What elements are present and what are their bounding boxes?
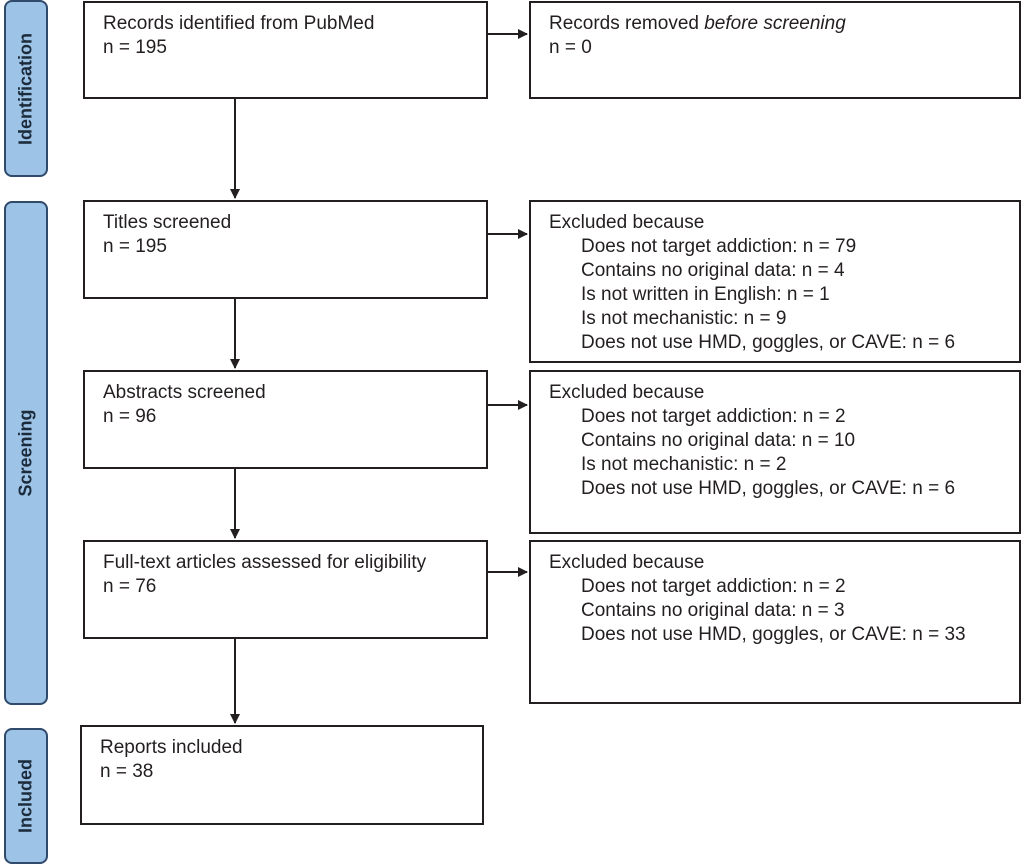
titles-screened-count: n = 195 <box>103 236 167 257</box>
abstracts-screened-title: Abstracts screened <box>103 382 266 403</box>
fulltext-assessed-count: n = 76 <box>103 576 157 597</box>
fulltext-assessed-title: Full-text articles assessed for eligibil… <box>103 552 427 573</box>
titles-excluded-box: Excluded because Does not target addicti… <box>529 200 1021 363</box>
records-removed-title-start: Records removed <box>549 13 705 34</box>
fulltext-excluded-box: Excluded because Does not target addicti… <box>529 540 1021 704</box>
titles-excluded-title: Excluded because <box>549 212 705 233</box>
exclusion-reason: Does not use HMD, goggles, or CAVE: n = … <box>581 478 956 499</box>
records-identified-count: n = 195 <box>103 37 167 58</box>
fulltext-excluded-title: Excluded because <box>549 552 705 573</box>
abstracts-excluded-title: Excluded because <box>549 382 705 403</box>
exclusion-reason: Does not use HMD, goggles, or CAVE: n = … <box>581 624 966 645</box>
exclusion-reason: Does not use HMD, goggles, or CAVE: n = … <box>581 332 956 353</box>
records-identified-title: Records identified from PubMed <box>103 13 375 34</box>
exclusion-reason: Is not written in English: n = 1 <box>581 284 830 305</box>
exclusion-reason: Is not mechanistic: n = 9 <box>581 308 787 329</box>
abstracts-screened-box: Abstracts screened n = 96 <box>83 370 488 469</box>
records-removed-count: n = 0 <box>549 37 592 58</box>
exclusion-reason: Contains no original data: n = 3 <box>581 600 845 621</box>
records-removed-box: Records removed before screening n = 0 <box>529 1 1021 99</box>
titles-screened-title: Titles screened <box>103 212 232 233</box>
titles-screened-box: Titles screened n = 195 <box>83 200 488 299</box>
stage-label-identification: Identification <box>4 0 48 177</box>
reports-included-count: n = 38 <box>100 761 154 782</box>
stage-label-included: Included <box>4 728 48 864</box>
exclusion-reason: Is not mechanistic: n = 2 <box>581 454 787 475</box>
records-identified-box: Records identified from PubMed n = 195 <box>83 1 488 99</box>
reports-included-box: Reports included n = 38 <box>80 725 484 825</box>
exclusion-reason: Contains no original data: n = 4 <box>581 260 845 281</box>
exclusion-reason: Does not target addiction: n = 2 <box>581 576 846 597</box>
reports-included-title: Reports included <box>100 737 243 758</box>
exclusion-reason: Does not target addiction: n = 79 <box>581 236 857 257</box>
records-removed-title-emph: before screening <box>704 13 846 34</box>
abstracts-screened-count: n = 96 <box>103 406 157 427</box>
records-removed-title: Records removed before screening <box>549 12 1019 36</box>
abstracts-excluded-box: Excluded because Does not target addicti… <box>529 370 1021 534</box>
fulltext-assessed-box: Full-text articles assessed for eligibil… <box>83 540 488 639</box>
exclusion-reason: Contains no original data: n = 10 <box>581 430 856 451</box>
exclusion-reason: Does not target addiction: n = 2 <box>581 406 846 427</box>
stage-label-screening: Screening <box>4 201 48 705</box>
